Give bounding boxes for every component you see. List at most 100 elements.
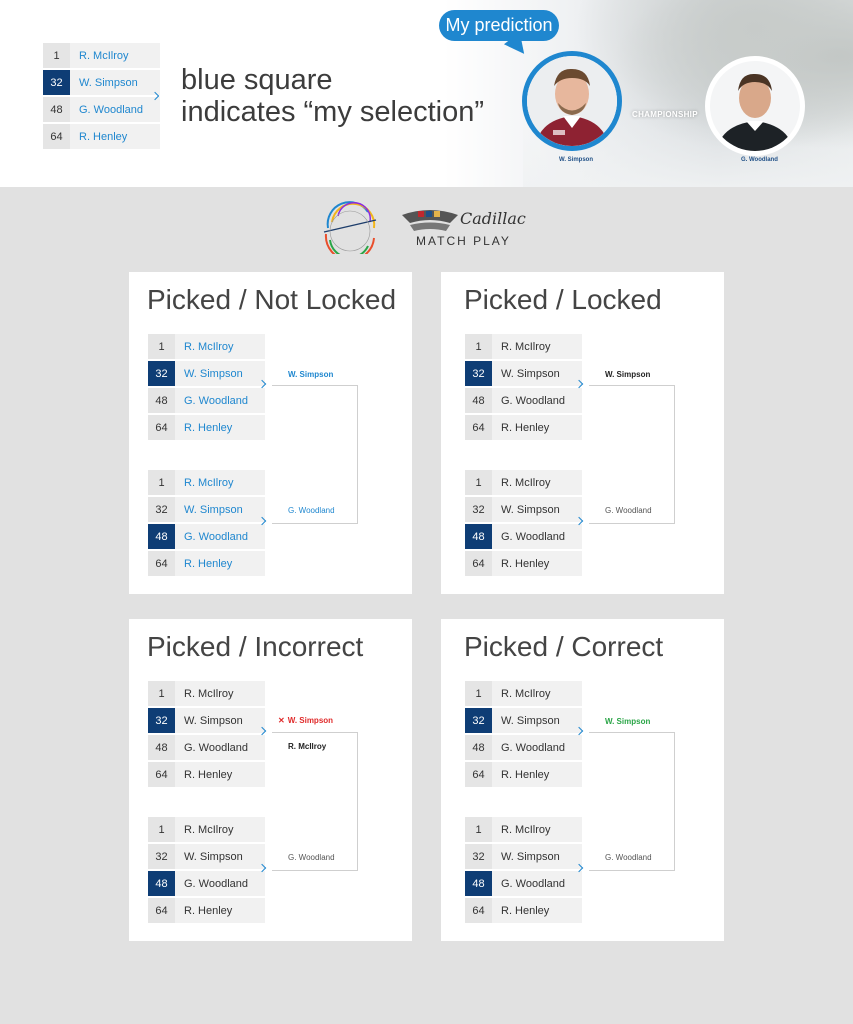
player-name: W. Simpson	[492, 708, 582, 733]
seed-badge: 1	[148, 817, 175, 842]
seed-badge: 1	[465, 334, 492, 359]
seed-badge: 64	[148, 762, 175, 787]
player-name: W. Simpson	[175, 708, 265, 733]
legend-row: 48 G. Woodland	[43, 97, 160, 122]
player-name: G. Woodland	[175, 871, 265, 896]
player-name: R. Henley	[492, 551, 582, 576]
seed-badge: 1	[465, 470, 492, 495]
card-title: Picked / Not Locked	[147, 284, 397, 315]
opponent-player-avatar[interactable]	[705, 56, 805, 156]
legend-caption-line: blue square	[181, 64, 333, 96]
player-name: R. McIlroy	[175, 681, 265, 706]
player-name: G. Woodland	[492, 524, 582, 549]
player-name: R. Henley	[492, 898, 582, 923]
player-name: R. Henley	[70, 124, 160, 149]
player-name: R. McIlroy	[492, 334, 582, 359]
player-name: G. Woodland	[175, 735, 265, 760]
player-name: G. Woodland	[492, 388, 582, 413]
seed-badge-selected: 48	[148, 524, 175, 549]
correct-pick: W. Simpson	[605, 717, 651, 726]
seed-badge: 64	[465, 415, 492, 440]
seed-badge: 1	[148, 681, 175, 706]
incorrect-pick: ✕W. Simpson	[278, 716, 333, 725]
card-title: Picked / Locked	[464, 284, 662, 315]
seed-badge: 48	[148, 388, 175, 413]
seed-badge-selected: 32	[148, 361, 175, 386]
round-winner: G. Woodland	[288, 506, 335, 515]
player-name: R. McIlroy	[175, 334, 265, 359]
seed-badge-selected: 32	[465, 361, 492, 386]
cadillac-crest-logo-icon	[402, 210, 458, 231]
player-name: W. Simpson	[175, 844, 265, 869]
seed-badge: 1	[465, 817, 492, 842]
seed-badge: 1	[465, 681, 492, 706]
player-name: R. McIlroy	[70, 43, 160, 68]
seed-badge: 64	[465, 551, 492, 576]
predicted-player-avatar[interactable]	[522, 51, 622, 151]
legend-row: 64 R. Henley	[43, 124, 160, 149]
player-name: R. McIlroy	[492, 470, 582, 495]
player-name: R. Henley	[175, 551, 265, 576]
wgc-globe-logo-icon	[323, 201, 377, 254]
match-play-label: MATCH PLAY	[416, 234, 511, 248]
top-banner: 1 R. McIlroy 32 W. Simpson 48 G. Woodlan…	[0, 0, 853, 187]
player-name: R. McIlroy	[175, 470, 265, 495]
round-winner: W. Simpson	[605, 370, 651, 379]
seed-badge: 1	[148, 334, 175, 359]
player-name: R. Henley	[492, 415, 582, 440]
seed-badge: 32	[465, 497, 492, 522]
bracket-connector	[589, 385, 675, 524]
opponent-player-caption: G. Woodland	[741, 157, 778, 163]
seed-badge: 1	[43, 43, 70, 68]
player-name: W. Simpson	[492, 844, 582, 869]
legend-caption-line: indicates “my selection”	[181, 96, 484, 128]
player-name: W. Simpson	[175, 361, 265, 386]
seed-badge: 64	[148, 551, 175, 576]
round-label: CHAMPIONSHIP	[632, 110, 698, 119]
player-name: G. Woodland	[70, 97, 160, 122]
player-name: W. Simpson	[492, 497, 582, 522]
player-name: W. Simpson	[492, 361, 582, 386]
seed-badge-selected: 32	[43, 70, 70, 95]
cadillac-script-logo: Cadillac	[460, 209, 526, 228]
seed-badge: 32	[465, 844, 492, 869]
player-name: G. Woodland	[492, 871, 582, 896]
round-winner: G. Woodland	[288, 853, 335, 862]
card-title: Picked / Incorrect	[147, 631, 364, 662]
seed-badge-selected: 48	[465, 871, 492, 896]
seed-badge: 64	[43, 124, 70, 149]
player-photo-icon	[710, 61, 800, 151]
player-name: R. Henley	[175, 415, 265, 440]
legend-row: 32 W. Simpson	[43, 70, 160, 95]
legend-bracket: 1 R. McIlroy 32 W. Simpson 48 G. Woodlan…	[43, 43, 160, 151]
seed-badge: 48	[465, 388, 492, 413]
